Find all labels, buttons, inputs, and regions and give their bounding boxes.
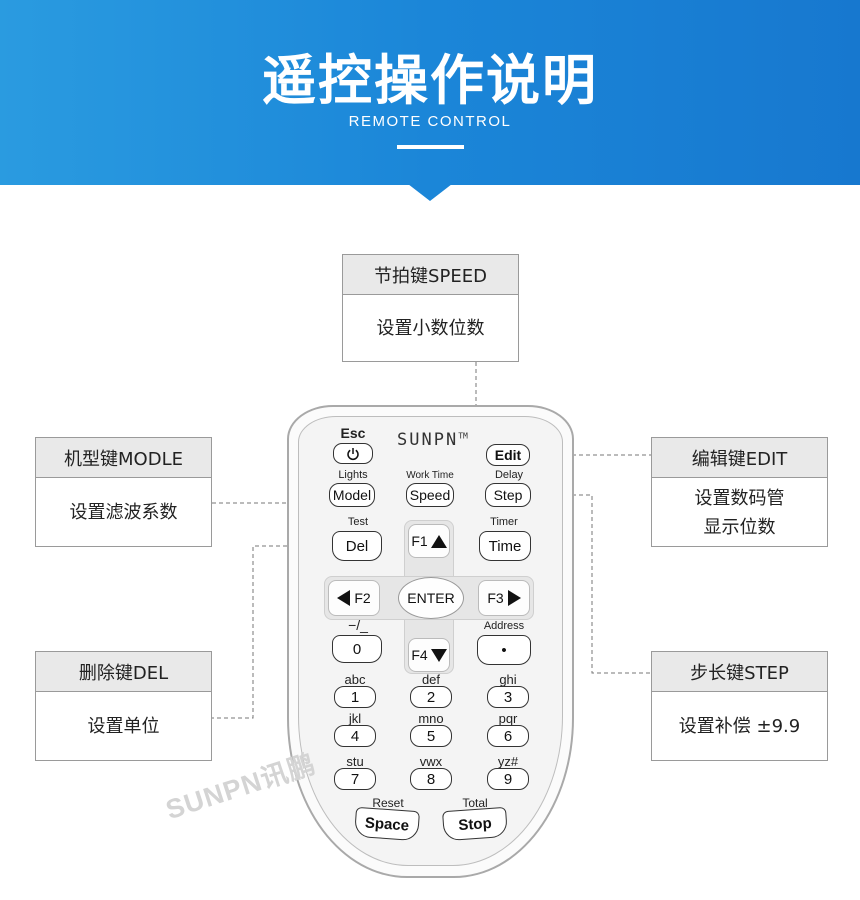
digit-3-button[interactable]: 3	[487, 686, 529, 708]
enter-button[interactable]: ENTER	[398, 577, 464, 619]
test-label: Test	[347, 516, 369, 528]
stop-button[interactable]: Stop	[442, 806, 508, 842]
space-button[interactable]: Space	[354, 806, 420, 842]
f3-button[interactable]: F3	[478, 580, 530, 616]
digit-4-letters: jkl	[348, 711, 362, 726]
remote-brand: SUNPNTM	[397, 430, 468, 450]
speed-info-box: 节拍键SPEED 设置小数位数	[342, 254, 519, 362]
power-button[interactable]	[333, 443, 373, 464]
time-button[interactable]: Time	[479, 531, 531, 561]
edit-button[interactable]: Edit	[486, 444, 530, 466]
left-arrow-icon	[337, 590, 351, 606]
page-title: 遥控操作说明	[262, 49, 598, 112]
f2-button[interactable]: F2	[328, 580, 380, 616]
digit-5-button[interactable]: 5	[410, 725, 452, 747]
zero-button[interactable]: 0	[332, 635, 382, 663]
title-underline	[397, 145, 464, 149]
digit-2-letters: def	[421, 672, 441, 687]
digit-8-letters: vwx	[419, 754, 443, 769]
model-info-box: 机型键MODLE 设置滤波系数	[35, 437, 212, 547]
header-pointer	[408, 184, 452, 201]
step-info-desc: 设置补偿 ±9.9	[678, 716, 801, 737]
f1-label: F1	[411, 533, 428, 549]
del-info-desc: 设置单位	[87, 716, 160, 737]
work-time-label: Work Time	[406, 470, 454, 481]
delay-label: Delay	[494, 469, 524, 481]
step-info-title: 步长键STEP	[652, 652, 827, 692]
digit-2-button[interactable]: 2	[410, 686, 452, 708]
brand-trademark: TM	[458, 431, 468, 441]
f1-button[interactable]: F1	[408, 524, 450, 558]
reset-label: Reset	[372, 796, 404, 810]
model-info-desc: 设置滤波系数	[69, 502, 178, 523]
edit-info-box: 编辑键EDIT 设置数码管 显示位数	[651, 437, 828, 547]
esc-label: Esc	[340, 425, 366, 441]
digit-1-button[interactable]: 1	[334, 686, 376, 708]
digit-6-letters: pqr	[498, 711, 518, 726]
del-info-box: 删除键DEL 设置单位	[35, 651, 212, 761]
model-button[interactable]: Model	[329, 483, 375, 507]
f2-label: F2	[354, 590, 371, 606]
speed-info-title: 节拍键SPEED	[343, 255, 518, 295]
model-info-title: 机型键MODLE	[36, 438, 211, 478]
step-button[interactable]: Step	[485, 483, 531, 507]
f3-label: F3	[487, 590, 504, 606]
digit-9-button[interactable]: 9	[487, 768, 529, 790]
digit-5-letters: mno	[418, 711, 444, 726]
header-banner	[0, 0, 860, 185]
digit-1-letters: abc	[344, 672, 366, 687]
del-button[interactable]: Del	[332, 531, 382, 561]
up-arrow-icon	[430, 534, 447, 548]
connector-step	[537, 494, 652, 674]
step-info-box: 步长键STEP 设置补偿 ±9.9	[651, 651, 828, 761]
address-label: Address	[483, 620, 525, 632]
del-info-title: 删除键DEL	[36, 652, 211, 692]
right-arrow-icon	[507, 590, 521, 606]
digit-6-button[interactable]: 6	[487, 725, 529, 747]
down-arrow-icon	[430, 648, 447, 662]
speed-button[interactable]: Speed	[406, 483, 454, 507]
digit-8-button[interactable]: 8	[410, 768, 452, 790]
digit-7-button[interactable]: 7	[334, 768, 376, 790]
total-label: Total	[462, 796, 488, 810]
speed-info-desc: 设置小数位数	[376, 318, 485, 339]
f4-label: F4	[411, 647, 428, 663]
edit-info-title: 编辑键EDIT	[652, 438, 827, 478]
digit-4-button[interactable]: 4	[334, 725, 376, 747]
brand-text: SUNPN	[397, 430, 459, 450]
minus-underscore-label: −/_	[348, 617, 368, 633]
digit-9-letters: yz#	[497, 754, 519, 769]
timer-label: Timer	[490, 516, 518, 528]
lights-label: Lights	[338, 469, 368, 481]
power-icon	[347, 447, 359, 460]
digit-3-letters: ghi	[499, 672, 517, 687]
dot-button[interactable]: •	[477, 635, 531, 665]
digit-7-letters: stu	[346, 754, 364, 769]
page-subtitle: REMOTE CONTROL	[348, 113, 512, 130]
edit-info-desc: 设置数码管 显示位数	[694, 487, 785, 538]
f4-button[interactable]: F4	[408, 638, 450, 672]
